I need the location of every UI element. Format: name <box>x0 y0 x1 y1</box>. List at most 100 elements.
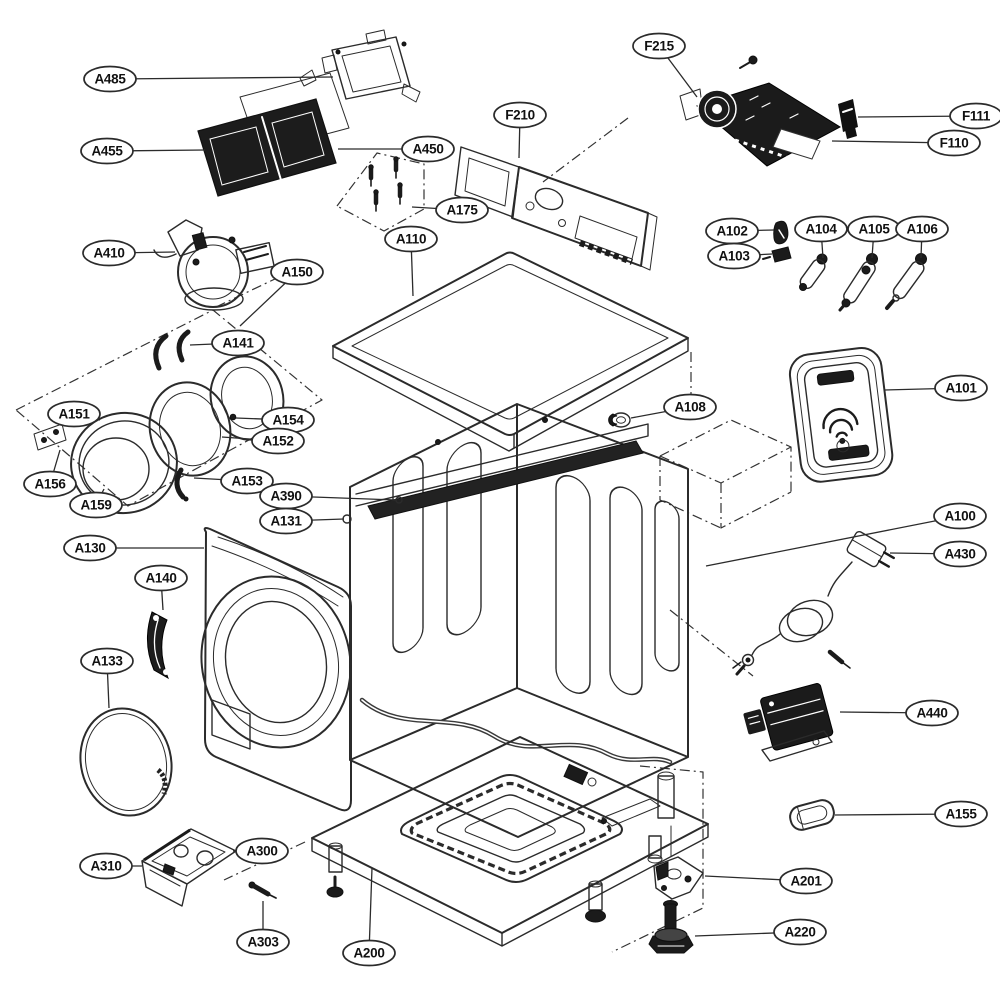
pump-cover <box>141 828 237 907</box>
cap-part <box>789 799 835 831</box>
bolt <box>368 156 403 212</box>
callout-text: A430 <box>944 547 975 562</box>
callout-text: A100 <box>944 509 975 524</box>
callout-text: A220 <box>784 925 815 940</box>
callout-A156: A156 <box>23 449 77 498</box>
callout-A310: A310 <box>79 852 142 880</box>
callout-text: A103 <box>718 249 750 264</box>
callout-A104: A104 <box>794 215 848 259</box>
base-assembly <box>311 736 709 947</box>
door-glass <box>82 437 150 501</box>
callout-A131: A131 <box>259 507 345 535</box>
callout-F110: F110 <box>831 129 981 157</box>
foot-bracket <box>653 825 704 907</box>
callout-A151: A151 <box>47 400 101 428</box>
callout-text: A440 <box>916 706 947 721</box>
callout-A153: A153 <box>193 467 274 495</box>
callout-A106: A106 <box>895 215 949 259</box>
callout-text: A150 <box>281 265 312 280</box>
callout-A105: A105 <box>847 215 901 259</box>
callout-text: A151 <box>58 407 90 422</box>
display-pcb-assembly <box>197 69 350 197</box>
callout-text: A450 <box>412 142 443 157</box>
callout-text: A155 <box>945 807 977 822</box>
callout-A133: A133 <box>80 647 134 709</box>
callout-F210: F210 <box>493 101 547 159</box>
callout-A175: A175 <box>411 196 489 224</box>
callout-A154: A154 <box>235 406 315 434</box>
callout-A152: A152 <box>221 427 305 455</box>
callout-A159: A159 <box>69 488 123 519</box>
callout-text: A390 <box>270 489 301 504</box>
callout-A485: A485 <box>83 65 334 93</box>
callout-A108: A108 <box>630 393 717 421</box>
display-module <box>321 29 421 103</box>
callout-A101: A101 <box>883 374 988 402</box>
shock-absorbers <box>799 253 927 312</box>
callout-text: A140 <box>145 571 176 586</box>
control-panel <box>454 146 658 271</box>
callout-text: A106 <box>906 222 938 237</box>
callout-text: A310 <box>90 859 121 874</box>
callout-A303: A303 <box>236 901 290 956</box>
callout-F215: F215 <box>632 32 698 98</box>
callout-text: A131 <box>270 514 302 529</box>
callout-A450: A450 <box>338 135 455 163</box>
callout-F111: F111 <box>857 102 1000 130</box>
callout-text: A410 <box>93 246 124 261</box>
callout-A300: A300 <box>233 837 289 865</box>
door-ring <box>70 411 178 515</box>
leveling-foot-bolt <box>648 900 694 954</box>
callout-A220: A220 <box>694 918 827 946</box>
callout-text: A105 <box>858 222 890 237</box>
callout-A102: A102 <box>705 217 775 245</box>
callout-text: A141 <box>222 336 254 351</box>
callout-text: A152 <box>262 434 293 449</box>
callout-A201: A201 <box>704 867 833 895</box>
callout-text: A300 <box>246 844 277 859</box>
callout-text: A175 <box>446 203 478 218</box>
noise-filter <box>743 649 851 762</box>
callout-text: A130 <box>74 541 105 556</box>
callout-text: A303 <box>247 935 279 950</box>
callout-A150: A150 <box>239 258 324 327</box>
cabinet-assembly <box>342 403 689 838</box>
screw-a303 <box>248 881 277 899</box>
callout-A155: A155 <box>834 800 988 828</box>
callout-text: F111 <box>962 109 991 124</box>
callout-text: A108 <box>674 400 706 415</box>
callout-A100: A100 <box>705 502 987 567</box>
callout-A130: A130 <box>63 534 204 562</box>
exploded-guide-lines <box>215 117 792 953</box>
rear-leg <box>601 771 675 827</box>
callout-text: A455 <box>91 144 123 159</box>
callout-text: A104 <box>805 222 837 237</box>
callout-text: F215 <box>644 39 674 54</box>
callout-text: A156 <box>34 477 66 492</box>
top-plate <box>332 251 689 452</box>
callout-A440: A440 <box>839 699 959 727</box>
screw-kit-box <box>336 152 425 232</box>
door-screw <box>229 413 237 421</box>
callout-text: A159 <box>80 498 111 513</box>
callout-A410: A410 <box>82 239 176 267</box>
cabinet-nut <box>608 412 631 428</box>
callout-A103: A103 <box>707 242 773 270</box>
dispenser-motor-part <box>153 219 275 311</box>
door-hinge-bracket <box>153 333 169 371</box>
callout-text: A102 <box>716 224 747 239</box>
power-button-part <box>838 99 858 139</box>
callout-text: A133 <box>91 654 123 669</box>
console-pcb-assembly <box>679 55 842 167</box>
door-switch-part <box>33 423 67 451</box>
callout-A140: A140 <box>134 564 188 611</box>
callout-A455: A455 <box>80 137 206 165</box>
door-hinge <box>147 611 169 680</box>
callout-text: A201 <box>790 874 822 889</box>
small-parts-a102-a103 <box>762 220 792 263</box>
wifi-module-frame <box>788 347 894 483</box>
front-panel <box>200 527 352 812</box>
